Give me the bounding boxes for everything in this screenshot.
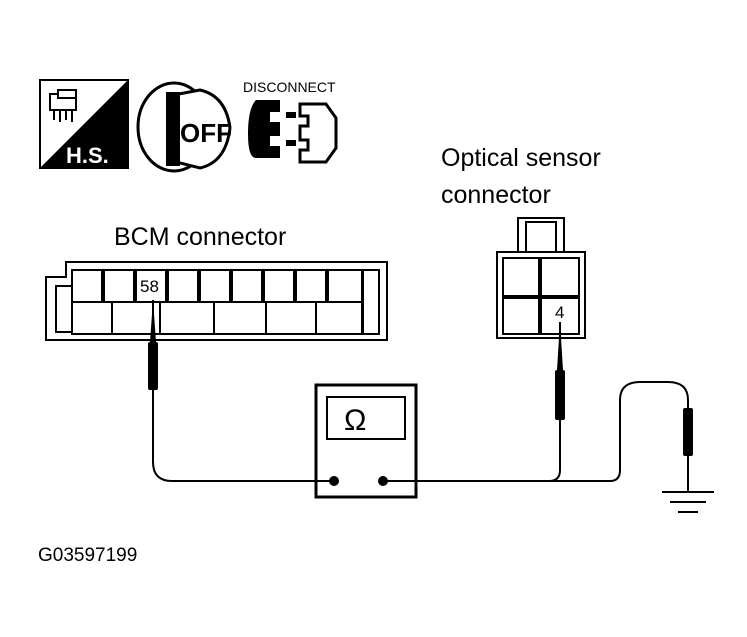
bcm-pin-label: 58 (140, 277, 159, 296)
bcm-connector-label: BCM connector (114, 223, 286, 251)
optical-sensor-label-line2: connector (441, 181, 551, 209)
harness-side-icon: H.S. (39, 79, 129, 169)
bcm-connector (45, 261, 388, 341)
probe-bcm (148, 300, 158, 390)
ground-icon (662, 491, 714, 513)
ohm-symbol: Ω (344, 404, 366, 437)
ignition-off-icon: OFF (136, 81, 232, 173)
ohmmeter (314, 383, 418, 499)
figure-code: G03597199 (38, 545, 137, 566)
ignition-off-label: OFF (180, 118, 232, 148)
probe-sensor (555, 322, 565, 420)
sensor-pin-label: 4 (555, 303, 564, 322)
optical-sensor-label-line1: Optical sensor (441, 144, 601, 172)
probe-ground (683, 408, 693, 456)
optical-sensor-connector (496, 217, 586, 339)
disconnect-label: DISCONNECT (243, 79, 336, 95)
hs-label: H.S. (66, 143, 109, 168)
disconnect-icon: DISCONNECT (243, 79, 338, 164)
